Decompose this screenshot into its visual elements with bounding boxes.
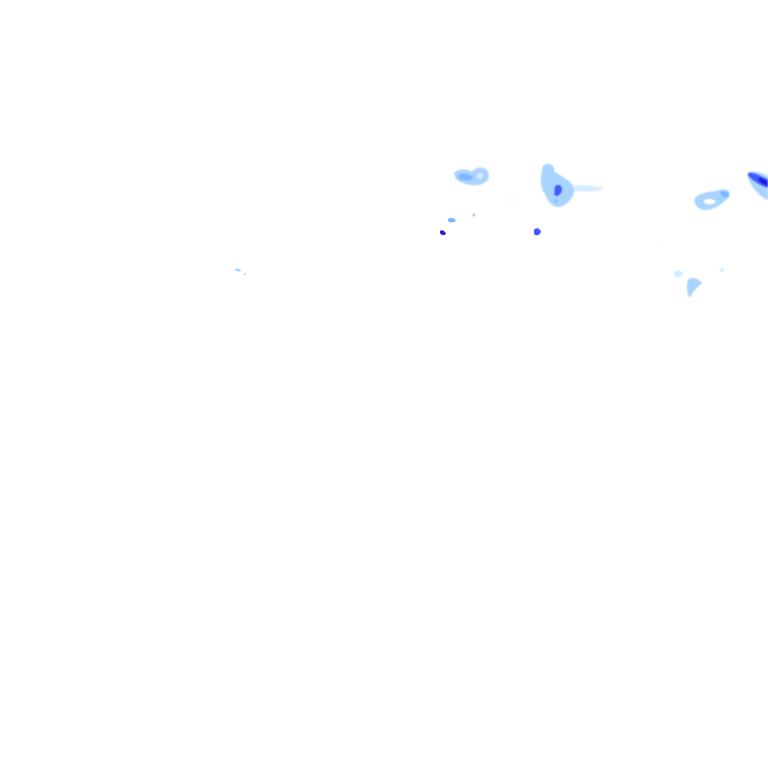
precip-cell-3 (440, 199, 541, 236)
precip-cell-5 (748, 171, 768, 200)
precip-cell-6 (661, 239, 724, 298)
precip-cell-2 (540, 163, 604, 208)
precip-cell-4 (694, 189, 730, 210)
precip-cell-1 (454, 167, 489, 186)
precip-cell-7 (235, 268, 246, 275)
